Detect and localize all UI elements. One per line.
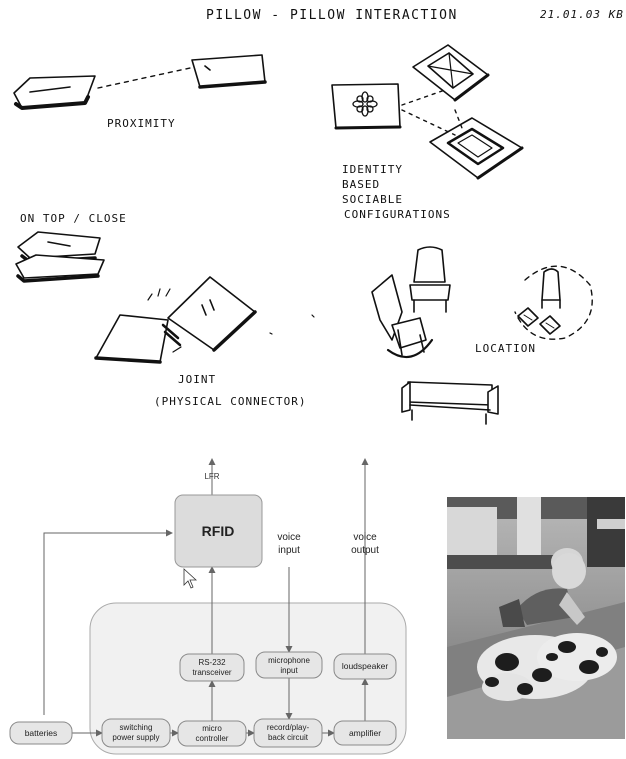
cursor-icon bbox=[184, 569, 196, 588]
sketch-drawings bbox=[0, 0, 626, 440]
block-record-playback: record/play- back circuit bbox=[254, 719, 322, 747]
photo-image bbox=[447, 497, 625, 739]
identity-pillow-frame bbox=[430, 118, 522, 178]
block-rs232-transceiver: RS-232 transceiver bbox=[180, 654, 244, 681]
block-loudspeaker: loudspeaker bbox=[334, 654, 396, 679]
location-circle bbox=[515, 266, 592, 339]
block-micro-label-2: controller bbox=[196, 734, 229, 743]
identity-pillow-cross bbox=[413, 45, 488, 100]
sofa bbox=[402, 382, 498, 424]
block-batteries-label: batteries bbox=[25, 728, 58, 738]
rfid-label: RFID bbox=[202, 523, 235, 539]
proximity-pillow-right bbox=[192, 55, 265, 87]
identity-pillow-flower bbox=[332, 84, 400, 128]
voice-input-line-2: input bbox=[278, 545, 300, 556]
block-microphone-label-1: microphone bbox=[268, 656, 310, 665]
block-switching-label-1: switching bbox=[120, 723, 153, 732]
voice-output-line-1: voice bbox=[353, 532, 377, 543]
lfr-label: LFR bbox=[204, 472, 219, 481]
block-switching-label-2: power supply bbox=[112, 733, 159, 742]
block-micro-label-1: micro bbox=[202, 724, 222, 733]
block-loudspeaker-label: loudspeaker bbox=[342, 661, 388, 671]
stray-mark bbox=[270, 315, 314, 334]
block-rs232-label-1: RS-232 bbox=[198, 658, 226, 667]
block-amplifier: amplifier bbox=[334, 721, 396, 745]
block-amplifier-label: amplifier bbox=[349, 728, 381, 738]
armchair-top bbox=[410, 247, 450, 312]
block-microphone-label-2: input bbox=[280, 666, 298, 675]
block-switching-power-supply: switching power supply bbox=[102, 719, 170, 747]
block-record-label-1: record/play- bbox=[267, 723, 310, 732]
proximity-dashes bbox=[98, 68, 190, 88]
voice-output-line-2: output bbox=[351, 545, 379, 556]
photo-child-on-pillows bbox=[447, 497, 625, 739]
voice-input-line-1: voice bbox=[277, 532, 301, 543]
proximity-pillow-left bbox=[14, 76, 95, 108]
joint-pillows bbox=[96, 277, 255, 362]
block-record-label-2: back circuit bbox=[268, 733, 309, 742]
block-microphone-input: microphone input bbox=[256, 652, 322, 678]
block-rs232-label-2: transceiver bbox=[192, 668, 231, 677]
rfid-block: RFID bbox=[175, 495, 262, 567]
block-micro-controller: micro controller bbox=[178, 721, 246, 746]
block-batteries: batteries bbox=[10, 722, 72, 744]
stacked-pillows bbox=[16, 232, 104, 281]
